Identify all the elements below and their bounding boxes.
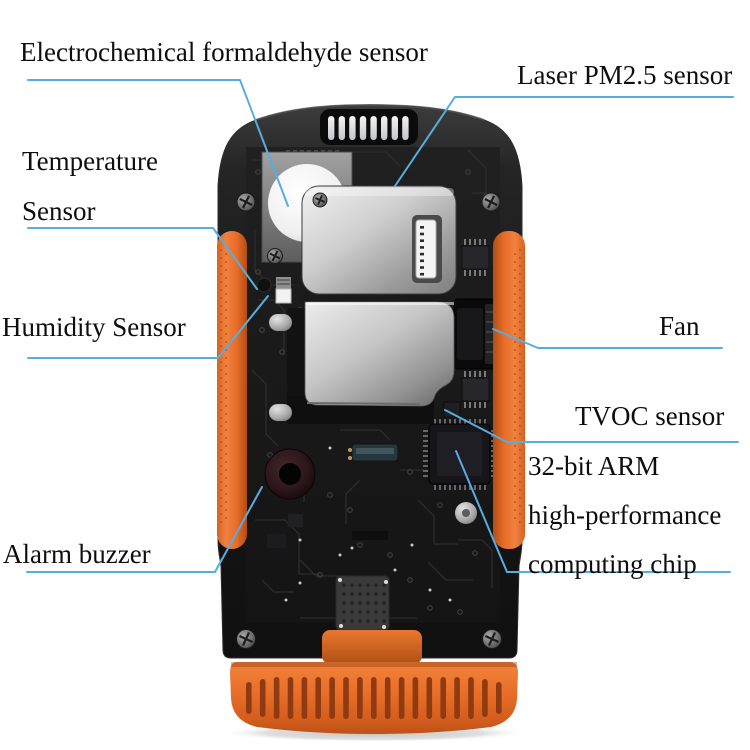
callout-label-laser-pm25-sensor: Laser PM2.5 sensor [517, 60, 733, 90]
humidity-sensor [275, 277, 292, 304]
pm25-module-upper [301, 185, 457, 295]
callout-label-arm-chip: 32-bit ARM high-performance computing ch… [528, 442, 721, 589]
chassis-screws [236, 192, 502, 649]
screw [236, 192, 256, 212]
tvoc-sensor-chip [443, 401, 461, 418]
leader-formaldehyde-sensor [27, 79, 289, 207]
base-pedestal [322, 630, 422, 664]
ic-chip-upper [461, 239, 490, 276]
ic-chip-lower [461, 371, 490, 408]
alarm-buzzer [264, 448, 316, 500]
leader-laser-pm25-sensor [394, 96, 734, 187]
leader-alarm-buzzer [26, 486, 263, 573]
callout-label-line: Sensor [22, 196, 96, 226]
pm25-module-lower [303, 293, 455, 407]
callout-label-tvoc-sensor: TVOC sensor [575, 401, 725, 431]
leader-humidity-sensor [27, 295, 269, 359]
thermal-pad [335, 575, 390, 631]
screw [312, 192, 328, 208]
top-vents [320, 109, 418, 145]
callout-label-line: computing chip [528, 549, 697, 579]
callout-label-formaldehyde-sensor: Electrochemical formaldehyde sensor [20, 37, 428, 67]
arm-computing-chip [423, 419, 496, 490]
metal-standoff [455, 502, 477, 524]
callout-label-humidity-sensor: Humidity Sensor [2, 312, 186, 342]
leader-arm-chip [455, 450, 731, 573]
small-component [267, 534, 286, 548]
leader-temperature-sensor [27, 227, 258, 290]
screw [482, 629, 502, 649]
screw [236, 629, 256, 649]
module-connector [412, 215, 442, 283]
base-stand [230, 662, 518, 734]
callout-label-fan: Fan [659, 311, 700, 341]
right-side-rail [493, 231, 525, 549]
temperature-sensor [256, 277, 272, 293]
callout-label-line: 32-bit ARM [528, 451, 660, 481]
fan-assembly [453, 298, 498, 370]
base-vent-slots [246, 677, 502, 719]
callout-label-alarm-buzzer: Alarm buzzer [3, 539, 151, 569]
left-side-rail [217, 231, 247, 549]
board-connector [348, 443, 399, 462]
callout-label-temperature-sensor: Temperature Sensor [22, 136, 158, 236]
callout-label-line: Temperature [22, 146, 159, 176]
screw [267, 248, 283, 264]
leader-tvoc-sensor [444, 409, 739, 443]
screw [481, 192, 501, 212]
small-component [288, 514, 303, 527]
leader-fan [492, 328, 723, 349]
callout-label-line: high-performance [528, 500, 722, 530]
